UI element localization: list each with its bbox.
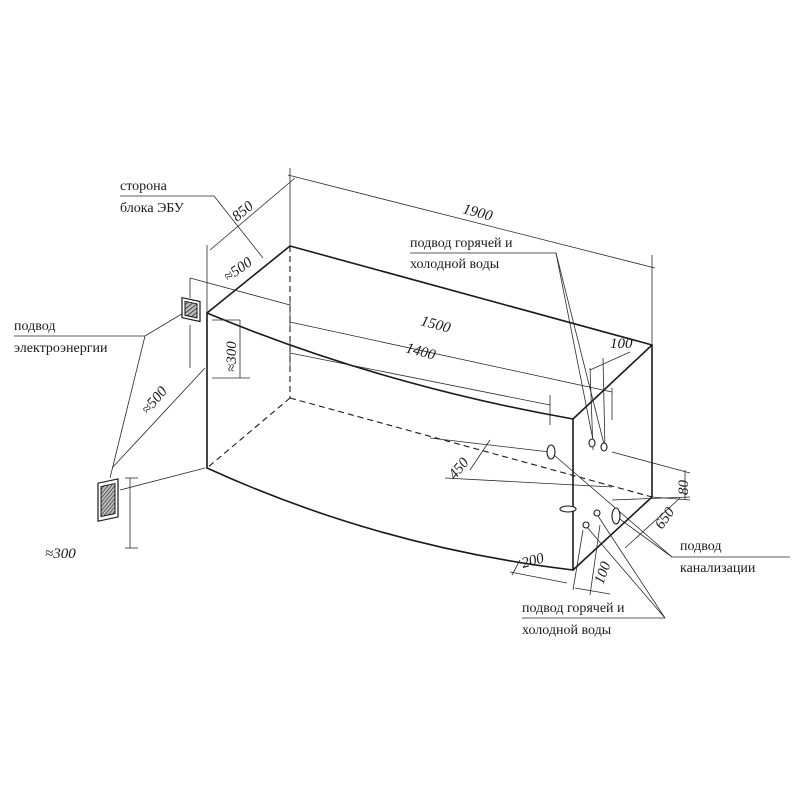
pipe-outlet-icon [588, 438, 596, 448]
dim-100-top: 100 [610, 336, 633, 352]
dim-approx-500-top: ≈500 [221, 254, 256, 285]
label-ebu-side-line1: сторона [120, 179, 168, 194]
label-water-bottom-line1: подвод горячей и [522, 601, 625, 616]
dim-80: 80 [676, 480, 692, 496]
label-water-top-line2: холодной воды [410, 257, 500, 272]
dim-1900: 1900 [461, 201, 495, 224]
electrical-socket-icon [97, 478, 119, 522]
callout-water-top: подвод горячей и холодной воды [410, 236, 605, 445]
hidden-back-bottom [289, 397, 653, 498]
label-sewer-line2: канализации [680, 561, 756, 576]
pipe-outlets [546, 438, 621, 529]
electrical-socket-icon [181, 296, 201, 323]
dim-approx-300-panel: ≈300 [224, 341, 240, 372]
dim-1500: 1500 [419, 313, 453, 336]
dimension-lines [111, 168, 691, 596]
dim-200: 200 [520, 550, 546, 571]
dim-approx-300-socket: ≈300 [45, 546, 76, 562]
dim-650: 650 [652, 504, 678, 532]
label-power-line2: электроэнергии [14, 341, 108, 356]
label-ebu-side-line2: блока ЭБУ [120, 201, 184, 216]
callout-water-bottom: подвод горячей и холодной воды [522, 515, 666, 638]
top-rim-front-curve [206, 312, 574, 420]
pipe-outlet-icon [559, 505, 577, 513]
label-power-line1: подвод [14, 319, 55, 334]
right-bottom-edge [572, 496, 653, 571]
pipe-outlet-icon [600, 442, 608, 452]
top-rim-right-edge [572, 344, 653, 420]
callout-ebu-side: сторона блока ЭБУ [120, 179, 264, 259]
front-bottom-curve [206, 467, 574, 571]
label-water-bottom-line2: холодной воды [522, 623, 612, 638]
dim-1400: 1400 [404, 340, 438, 363]
hidden-left-bottom [206, 397, 291, 469]
top-rim-back-edge [289, 245, 653, 346]
dim-approx-500-left: ≈500 [139, 383, 171, 417]
top-rim-left-edge [206, 245, 291, 314]
bathtub-body [206, 245, 653, 571]
pipe-outlet-icon [582, 521, 590, 529]
pipe-outlet-icon [611, 507, 621, 525]
callout-power-supply: подвод электроэнергии [14, 311, 186, 479]
pipe-outlet-icon [546, 444, 556, 460]
label-sewer-line1: подвод [680, 539, 721, 554]
label-water-top-line1: подвод горячей и [410, 236, 513, 251]
pipe-outlet-icon [593, 509, 601, 517]
dim-100-bottom: 100 [592, 559, 615, 586]
callout-sewer: подвод канализации [553, 454, 790, 576]
